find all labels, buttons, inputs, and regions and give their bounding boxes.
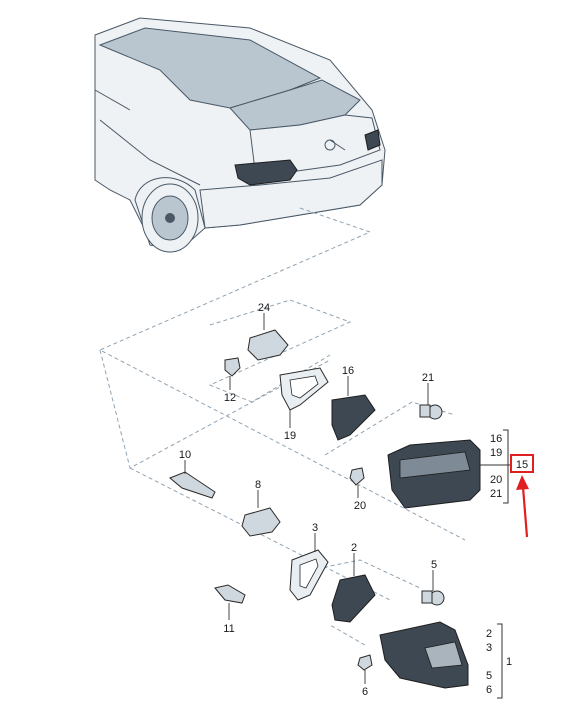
group-outer-item-3: 3 (486, 642, 492, 654)
part-12-clip (224, 357, 241, 390)
group-outer-assembly-1: 1 (506, 656, 512, 668)
highlight-box (510, 454, 534, 473)
callout-3: 3 (312, 522, 318, 534)
part-8-connector (241, 490, 281, 537)
part-1-outer-taillight (379, 621, 469, 689)
part-19-gasket (279, 367, 329, 428)
part-3-gasket (289, 533, 329, 601)
part-16-bracket (331, 376, 376, 441)
group-inner-item-20: 20 (490, 474, 502, 486)
group-outer-item-5: 5 (486, 670, 492, 682)
part-15-inner-taillight (387, 439, 512, 509)
outer-assembly-group: 2 3 5 6 1 (486, 623, 512, 699)
part-10-bulb-holder (169, 460, 216, 499)
group-inner-item-21: 21 (490, 488, 502, 500)
part-11-socket (214, 584, 246, 620)
callout-16: 16 (342, 365, 354, 377)
part-20-screw (349, 467, 365, 498)
group-outer-item-2: 2 (486, 628, 492, 640)
part-24-connector (247, 313, 289, 361)
part-2-bracket (331, 553, 376, 623)
callout-5: 5 (431, 559, 437, 571)
car-illustration (94, 17, 386, 253)
inner-assembly-group: 16 19 20 21 15 (490, 429, 534, 504)
callout-6: 6 (362, 686, 368, 698)
callout-8: 8 (255, 479, 261, 491)
part-6-screw (357, 654, 373, 684)
group-inner-item-19: 19 (490, 447, 502, 459)
part-5-bulb (421, 570, 445, 606)
group-inner-assembly-15: 15 (516, 459, 528, 471)
callout-12: 12 (224, 392, 236, 404)
callout-24: 24 (258, 302, 270, 314)
group-inner-item-16: 16 (490, 433, 502, 445)
callout-10: 10 (179, 449, 191, 461)
callout-2: 2 (351, 542, 357, 554)
dashed-connectors (98, 207, 466, 646)
red-arrow-icon (516, 475, 529, 538)
group-outer-item-6: 6 (486, 684, 492, 696)
callout-11: 11 (223, 623, 234, 635)
callout-21: 21 (422, 372, 434, 384)
callout-20: 20 (354, 500, 366, 512)
callout-19: 19 (284, 430, 296, 442)
part-21-bulb (419, 383, 443, 420)
